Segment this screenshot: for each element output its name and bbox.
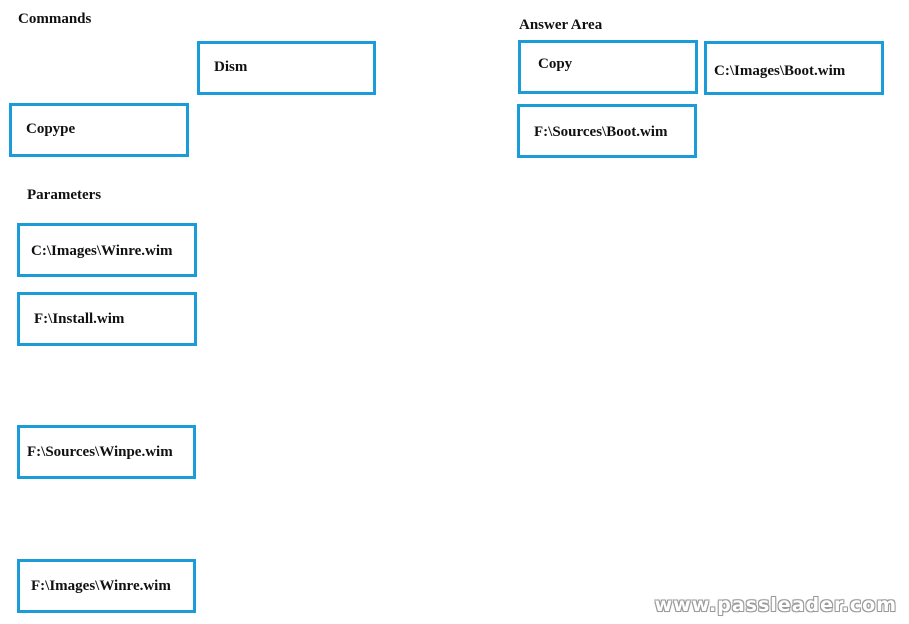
answer-tile-f-sources-boot[interactable]: F:\Sources\Boot.wim: [517, 104, 697, 158]
parameter-tile-f-sources-winpe[interactable]: F:\Sources\Winpe.wim: [17, 425, 196, 479]
watermark-text: www.passleader.com: [654, 594, 897, 616]
command-tile-dism[interactable]: Dism: [197, 41, 376, 95]
commands-heading: Commands: [18, 11, 92, 27]
parameter-tile-label: C:\Images\Winre.wim: [31, 243, 173, 259]
answer-area-heading: Answer Area: [519, 17, 603, 33]
answer-tile-copy[interactable]: Copy: [518, 40, 698, 94]
command-tile-label: Copype: [26, 121, 76, 137]
parameter-tile-f-images-winre[interactable]: F:\Images\Winre.wim: [17, 559, 196, 613]
command-tile-label: Dism: [214, 59, 248, 75]
parameter-tile-f-install[interactable]: F:\Install.wim: [17, 292, 197, 346]
answer-tile-c-images-boot[interactable]: C:\Images\Boot.wim: [704, 41, 884, 95]
answer-tile-label: C:\Images\Boot.wim: [714, 63, 846, 79]
answer-tile-label: F:\Sources\Boot.wim: [534, 124, 668, 140]
command-tile-copype[interactable]: Copype: [9, 103, 189, 157]
parameter-tile-label: F:\Sources\Winpe.wim: [27, 444, 173, 460]
parameter-tile-label: F:\Images\Winre.wim: [31, 578, 171, 594]
parameter-tile-c-images-winre[interactable]: C:\Images\Winre.wim: [17, 223, 197, 277]
answer-tile-label: Copy: [538, 56, 573, 72]
parameter-tile-label: F:\Install.wim: [34, 311, 125, 327]
parameters-heading: Parameters: [27, 187, 102, 203]
